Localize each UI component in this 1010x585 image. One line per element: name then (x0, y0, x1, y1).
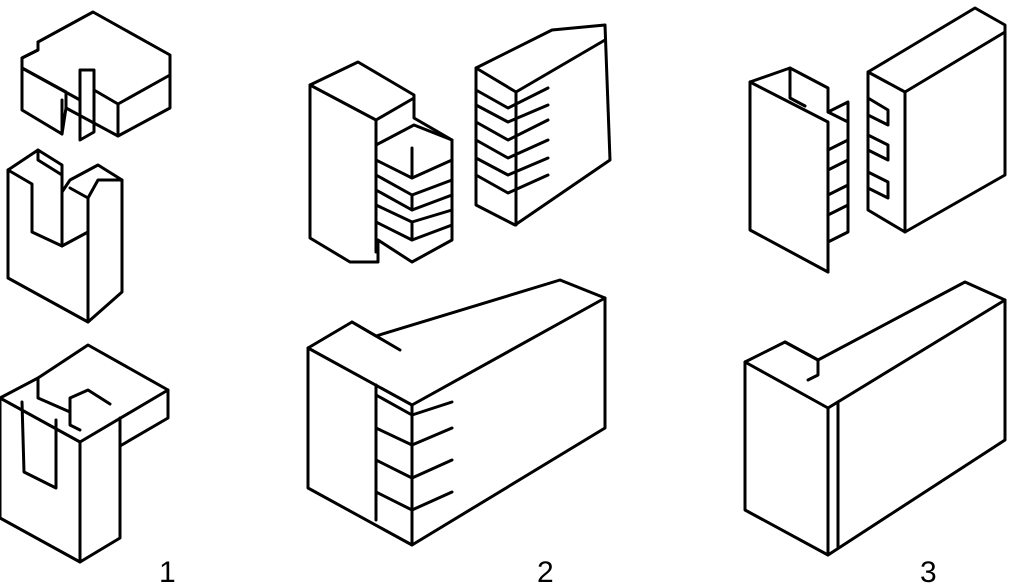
joint-3-groove-piece (866, 6, 1007, 234)
groove-piece-outline (866, 6, 1007, 234)
tail-piece-outline (474, 23, 612, 227)
pin-1-top (374, 123, 454, 147)
joint-1-label: 1 (159, 556, 176, 585)
assembled-1-outline (0, 343, 170, 564)
tail-slot-3-top (474, 156, 550, 177)
fork-right-prong-top (86, 178, 124, 200)
joint-3-label: 3 (920, 556, 937, 585)
tenon-piece-tongue-2 (826, 138, 850, 172)
joint-1-tongue-piece (20, 10, 172, 142)
tail-slot-2-bottom (474, 138, 550, 160)
joint-1-group: 1 (0, 10, 176, 585)
tail-slot-1-bottom (474, 103, 550, 124)
assembled-2-outline (306, 278, 607, 547)
groove-slot-3 (866, 170, 890, 200)
fork-left-prong-inner (6, 168, 64, 248)
fork-left-prong-top (36, 148, 64, 177)
joint-2-tail-piece (474, 23, 612, 227)
joint-2-group: 2 (306, 23, 612, 585)
tenon-piece-tongue-3 (826, 183, 850, 217)
assembled-2-tail-4 (374, 490, 454, 512)
tongue-piece-gap-edge (60, 106, 68, 136)
joint-3-assembled (743, 280, 1007, 557)
tenon-piece-front-edge (748, 80, 830, 274)
tail-slot-1-top (474, 86, 550, 110)
groove-slot-1 (866, 96, 890, 127)
tongue-piece-left-face (20, 66, 64, 136)
assembled-3-tongue (783, 340, 820, 382)
joint-2-label: 2 (537, 556, 554, 585)
assembled-1-tongue-top (36, 376, 112, 414)
tenon-piece-tongue-1 (826, 100, 850, 124)
tail-slot-3-bottom (474, 173, 550, 195)
assembled-2-tail-1 (374, 393, 454, 417)
tongue-piece-outline (20, 10, 172, 138)
assembled-1-mortise-left (20, 400, 58, 490)
assembled-2-top-inner (350, 320, 402, 352)
joint-2-pin-piece (308, 60, 454, 264)
fork-piece-outline (6, 148, 124, 324)
joint-1-assembled (0, 343, 170, 564)
joint-3-tenon-piece (748, 66, 850, 274)
groove-slot-2 (866, 133, 890, 162)
tail-slot-2-top (474, 118, 550, 142)
tenon-piece-outline (748, 66, 850, 274)
assembled-1-tongue-end (68, 410, 82, 432)
tongue-piece-center-face (78, 88, 96, 142)
assembled-2-tail-2 (374, 426, 454, 447)
tenon-piece-top-step (788, 66, 807, 108)
tongue-piece-top-edges (20, 40, 172, 106)
assembled-2-tail-3 (374, 458, 454, 480)
joint-1-fork-piece (6, 148, 124, 324)
joint-3-group: 3 (743, 6, 1007, 585)
joint-2-assembled (306, 278, 607, 547)
